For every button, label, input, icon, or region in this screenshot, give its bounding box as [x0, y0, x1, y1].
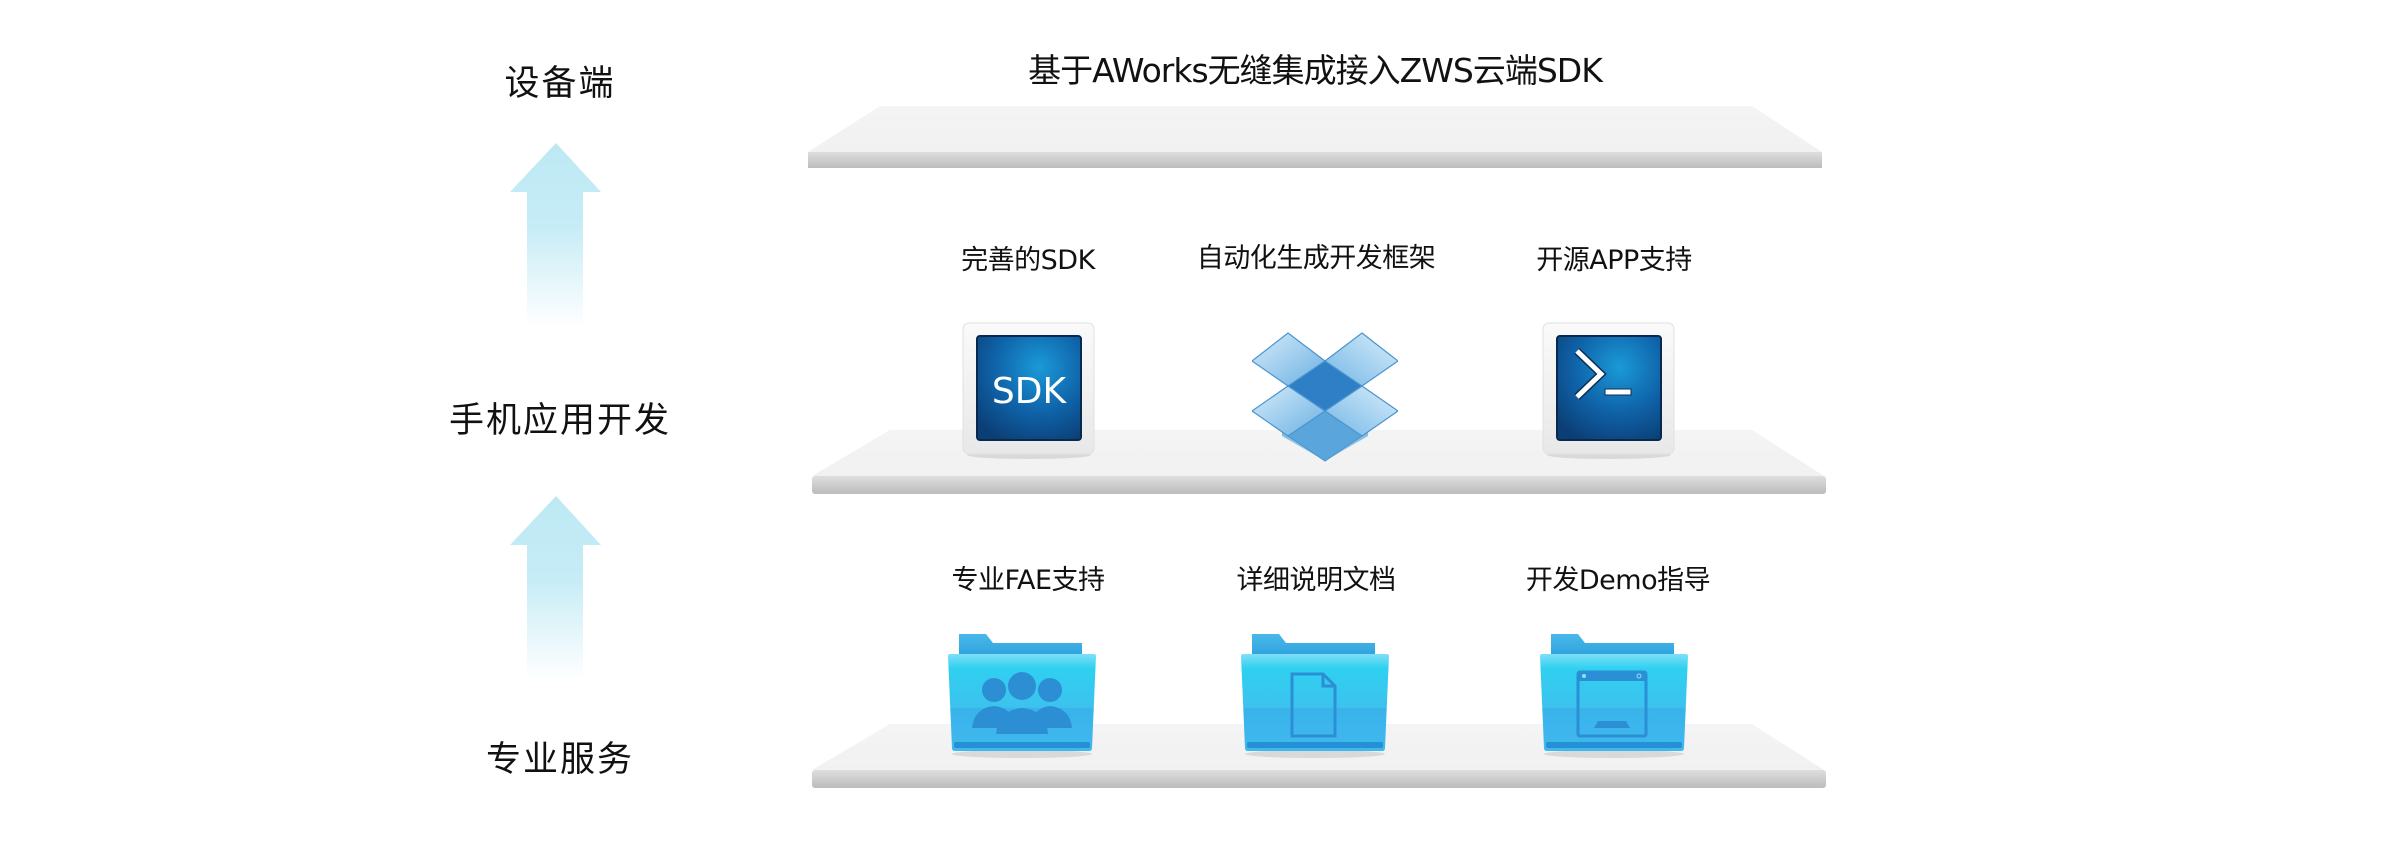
layer-label-app: 手机应用开发 [448, 401, 671, 441]
window-folder-icon [1538, 630, 1690, 760]
terminal-icon [1541, 321, 1677, 461]
layer-label-device: 设备端 [504, 64, 616, 104]
sdk-icon: SDK [961, 321, 1097, 461]
service-item-label: 专业FAE支持 [951, 565, 1105, 596]
sdk-icon-text: SDK [992, 371, 1068, 412]
service-item-label: 详细说明文档 [1236, 565, 1397, 596]
app-item-label: 开源APP支持 [1536, 245, 1692, 276]
service-item-label: 开发Demo指导 [1525, 565, 1711, 596]
device-headline: 基于AWorks无缝集成接入ZWS云端SDK [1028, 51, 1603, 90]
box-icon [1252, 331, 1398, 463]
app-item-label: 自动化生成开发框架 [1196, 243, 1436, 274]
up-arrow-icon [509, 142, 603, 328]
users-folder-icon [946, 630, 1098, 760]
app-item-label: 完善的SDK [961, 245, 1095, 276]
up-arrow-icon [509, 495, 603, 681]
document-folder-icon [1239, 630, 1391, 760]
shelf-device [808, 104, 1824, 170]
layer-label-service: 专业服务 [485, 740, 634, 780]
